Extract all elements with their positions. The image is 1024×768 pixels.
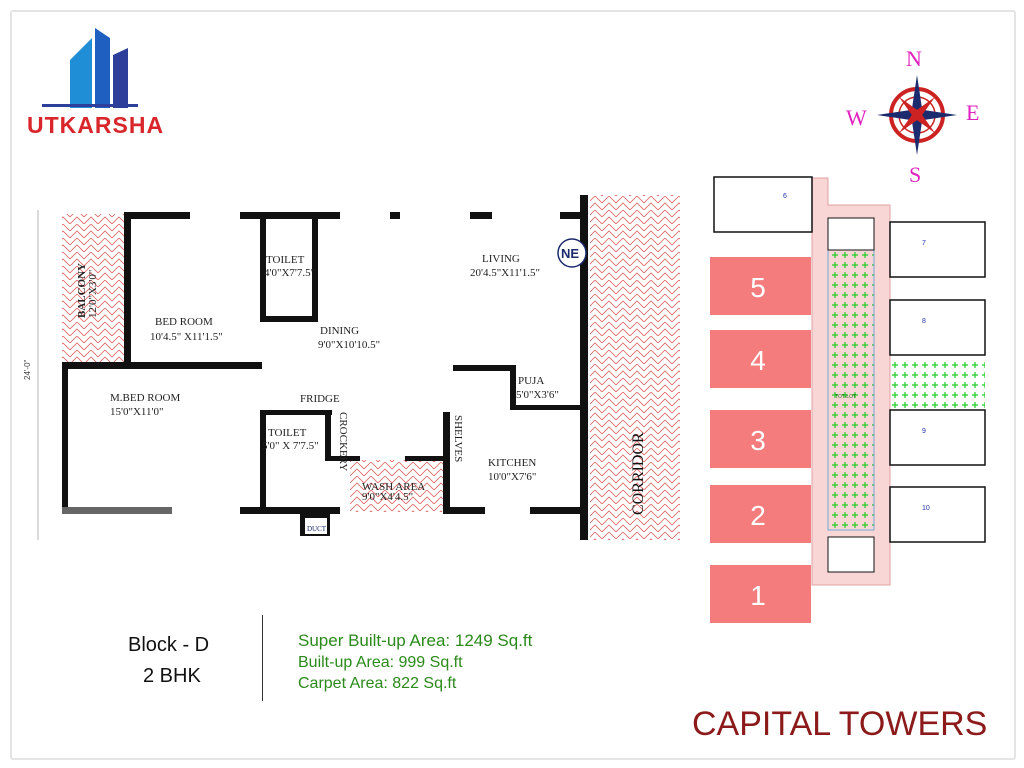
block-5 [710, 257, 811, 315]
toilet1-size: 4'0"X7'7.5" [264, 267, 315, 279]
fridge-label: FRIDGE [300, 393, 340, 405]
mbedroom-label: M.BED ROOM [110, 392, 181, 404]
tot-lot-area [827, 249, 875, 531]
block-2-label: 2 [750, 500, 766, 531]
brand-name: UTKARSHA [27, 112, 165, 138]
unit-7 [889, 221, 986, 278]
project-title: CAPITAL TOWERS [692, 705, 988, 743]
compass-north: N [906, 46, 922, 71]
balcony-size: 12'0"X3'0" [87, 270, 99, 318]
unit-10-label: 10 [922, 505, 930, 512]
compass-rose-icon [877, 75, 957, 155]
carpet-area: Carpet Area: 822 Sq.ft [298, 675, 457, 692]
compass-east: E [966, 100, 979, 125]
utkarsha-logo-icon [42, 28, 138, 108]
shelves-label: SHELVES [452, 415, 464, 462]
block-4 [710, 330, 811, 388]
toilet2-label: TOILET [268, 427, 307, 439]
block-3 [710, 410, 811, 468]
wash-area-floor [350, 460, 445, 512]
crockery-label: CROCKERY [337, 412, 349, 471]
toilet2-size: 5'0" X 7'7.5" [262, 440, 319, 452]
puja-label: PUJA [518, 375, 544, 387]
kitchen-label: KITCHEN [488, 457, 536, 469]
block-1-label: 1 [750, 580, 766, 611]
key-plan [710, 176, 986, 623]
page-frame [10, 10, 1016, 760]
unit-6-label: 6 [783, 193, 787, 200]
unit-8 [889, 299, 986, 356]
block-5-label: 5 [750, 272, 766, 303]
balcony-label: BALCONY [76, 263, 88, 318]
compass-south: S [909, 162, 921, 187]
compass-west: W [846, 105, 867, 130]
balcony-area [62, 214, 124, 364]
ne-badge: NE [561, 246, 579, 261]
dining-size: 9'0"X10'10.5" [318, 339, 380, 351]
super-builtup-area: Super Built-up Area: 1249 Sq.ft [298, 631, 533, 650]
tot-lot-label: TOT-LOT [835, 394, 856, 400]
builtup-area: Built-up Area: 999 Sq.ft [298, 654, 463, 671]
info-divider [262, 615, 263, 701]
unit-7-label: 7 [922, 240, 926, 247]
corridor-label: CORRIDOR [630, 432, 647, 515]
green-area [890, 360, 985, 410]
unit-9-label: 9 [922, 428, 926, 435]
toilet1-label: TOILET [266, 254, 305, 266]
walls [62, 195, 588, 540]
corridor-area [590, 195, 680, 540]
unit-9 [889, 409, 986, 466]
unit-8-label: 8 [922, 318, 926, 325]
unit-6 [713, 176, 813, 233]
block-label: Block - D [128, 634, 210, 656]
dining-label: DINING [320, 325, 359, 337]
unit-10 [889, 486, 986, 543]
living-size: 20'4.5"X11'1.5" [470, 267, 540, 279]
overall-dimension: 24'-0" [23, 359, 32, 380]
bedroom-label: BED ROOM [155, 316, 213, 328]
block-4-label: 4 [750, 345, 766, 376]
wash-area-label: WASH AREA [362, 481, 425, 493]
bedroom-size: 10'4.5" X11'1.5" [150, 331, 223, 343]
unit-type: 2 BHK [143, 665, 201, 687]
floor-plan: 24'-0" [23, 195, 680, 540]
puja-size: 5'0"X3'6" [516, 389, 559, 401]
block-1 [710, 565, 811, 623]
kitchen-size: 10'0"X7'6" [488, 471, 536, 483]
mbedroom-size: 15'0"X11'0" [110, 406, 163, 418]
wash-area-size: 9'0"X4'4.5" [362, 491, 413, 503]
block-3-label: 3 [750, 425, 766, 456]
living-label: LIVING [482, 253, 520, 265]
block-2 [710, 485, 811, 543]
duct-label: DUCT [307, 525, 327, 533]
